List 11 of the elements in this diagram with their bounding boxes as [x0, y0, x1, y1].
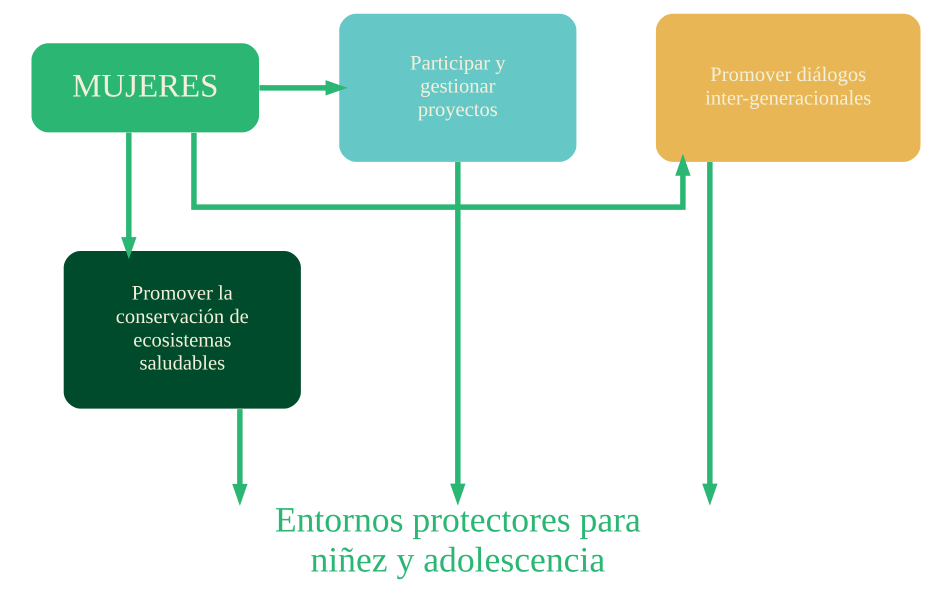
- arrow: [450, 162, 466, 506]
- arrow: [232, 409, 248, 506]
- node-box: MUJERES: [30, 43, 259, 132]
- node-text: Entornos protectores para niñez y adolescencia: [274, 500, 640, 580]
- arrow: [190, 132, 690, 210]
- node-box: Participar y gestionar proyectos: [338, 14, 576, 162]
- node-box: Promover diálogos inter-generacionales: [655, 14, 920, 162]
- arrow: [702, 162, 718, 506]
- arrow: [258, 80, 348, 96]
- arrow: [120, 132, 136, 260]
- node-box: Promover la conservación de ecosistemas saludables: [63, 250, 300, 409]
